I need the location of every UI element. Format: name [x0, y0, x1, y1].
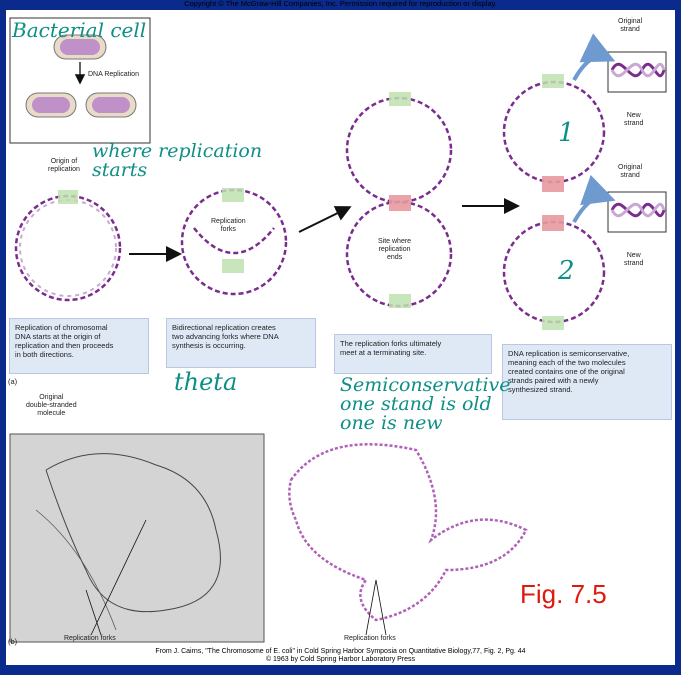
handwriting-semiconservative: Semiconservative one stand is old one is… [340, 374, 511, 434]
copyright-line: Copyright © The McGraw-Hill Companies, I… [184, 0, 497, 8]
bacterial-cell-inset [9, 17, 151, 144]
panel-a-label: (a) [8, 377, 18, 386]
site-label: Site where replication ends [378, 238, 412, 261]
original-strand-label-2: Original strand [618, 164, 643, 179]
electron-micrograph [9, 433, 265, 643]
new-strand-label-1: New strand [624, 112, 644, 127]
origin-label: Origin of replication [48, 158, 80, 173]
panel-b-label: (b) [8, 637, 18, 646]
figure-panel: DNA Replication Origin of replication Re… [6, 10, 675, 665]
new-strand-label-2: New strand [624, 252, 644, 267]
forks-trace-label: Replication forks [344, 635, 396, 642]
daughter-circles [502, 74, 606, 330]
figure-graphics [9, 17, 667, 643]
handwriting-bacterial-cell: Bacterial cell [12, 18, 147, 42]
fig-label: Fig. 7.5 [520, 579, 607, 609]
replication-trace [288, 443, 528, 636]
handwriting-one: 1 [558, 118, 575, 148]
chromosome-circle-1 [14, 190, 122, 302]
caption-4: DNA replication is semiconservative, mea… [502, 344, 672, 420]
handwriting-where-replication-starts: where replication starts [92, 140, 263, 181]
original-strand-label-1: Original strand [618, 18, 643, 33]
source-citation: From J. Cairns, "The Chromosome of E. co… [155, 648, 526, 663]
original-molecule-label: Original double-stranded molecule [26, 394, 77, 417]
handwriting-theta: theta [174, 368, 238, 396]
caption-3: The replication forks ultimately meet at… [334, 334, 492, 374]
forks-label: Replication forks [211, 218, 246, 233]
strand-zoom-boxes [572, 33, 667, 233]
inset-label: DNA Replication [88, 71, 139, 78]
arrow-step-2 [298, 206, 352, 233]
caption-2: Bidirectional replication creates two ad… [166, 318, 316, 368]
handwriting-two: 2 [558, 256, 575, 286]
chromosome-figure-eight [345, 92, 453, 308]
chromosome-circle-2 [180, 188, 288, 296]
forks-photo-label: Replication forks [64, 635, 116, 642]
caption-1: Replication of chromosomal DNA starts at… [9, 318, 149, 374]
